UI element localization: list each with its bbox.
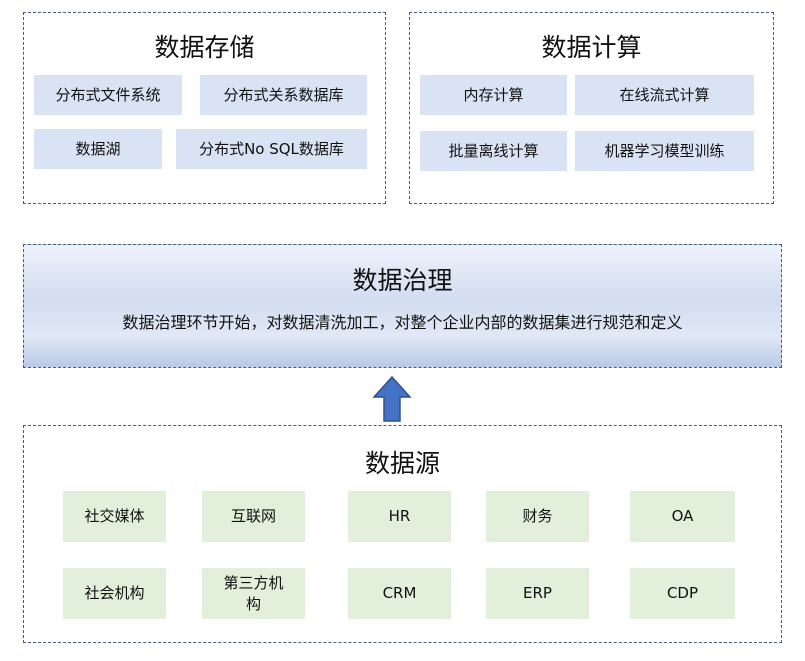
data-compute-panel: 数据计算 内存计算 在线流式计算 批量离线计算 机器学习模型训练 [409,12,774,204]
data-compute-title: 数据计算 [541,33,642,62]
source-item-third-party-institution: 第三方机构 [202,568,305,619]
compute-item-in-memory: 内存计算 [420,75,567,115]
data-governance-banner: 数据治理 数据治理环节开始，对数据清洗加工，对整个企业内部的数据集进行规范和定义 [23,244,782,368]
data-storage-title: 数据存储 [154,33,255,62]
source-item-erp: ERP [486,568,589,619]
compute-item-batch-offline: 批量离线计算 [420,131,567,171]
source-item-cdp: CDP [630,568,735,619]
data-governance-description: 数据治理环节开始，对数据清洗加工，对整个企业内部的数据集进行规范和定义 [122,313,683,332]
storage-item-distributed-nosql-db: 分布式No SQL数据库 [176,129,367,169]
source-item-crm: CRM [348,568,451,619]
storage-item-data-lake: 数据湖 [34,129,162,169]
storage-item-distributed-relational-db: 分布式关系数据库 [200,75,367,115]
data-sources-title: 数据源 [364,449,440,478]
compute-item-ml-training: 机器学习模型训练 [575,131,754,171]
source-item-social-institution: 社会机构 [63,568,166,619]
data-storage-panel: 数据存储 分布式文件系统 分布式关系数据库 数据湖 分布式No SQL数据库 [23,12,386,204]
storage-item-distributed-file-system: 分布式文件系统 [34,75,182,115]
data-sources-panel: 数据源 社交媒体 互联网 HR 财务 OA 社会机构 第三方机构 CRM ERP… [23,425,782,643]
source-item-hr: HR [348,491,451,542]
compute-item-online-streaming: 在线流式计算 [575,75,754,115]
source-item-oa: OA [630,491,735,542]
source-item-finance: 财务 [486,491,589,542]
source-item-internet: 互联网 [202,491,305,542]
data-governance-title: 数据治理 [352,266,453,295]
up-arrow-icon [372,375,412,422]
source-item-social-media: 社交媒体 [63,491,166,542]
